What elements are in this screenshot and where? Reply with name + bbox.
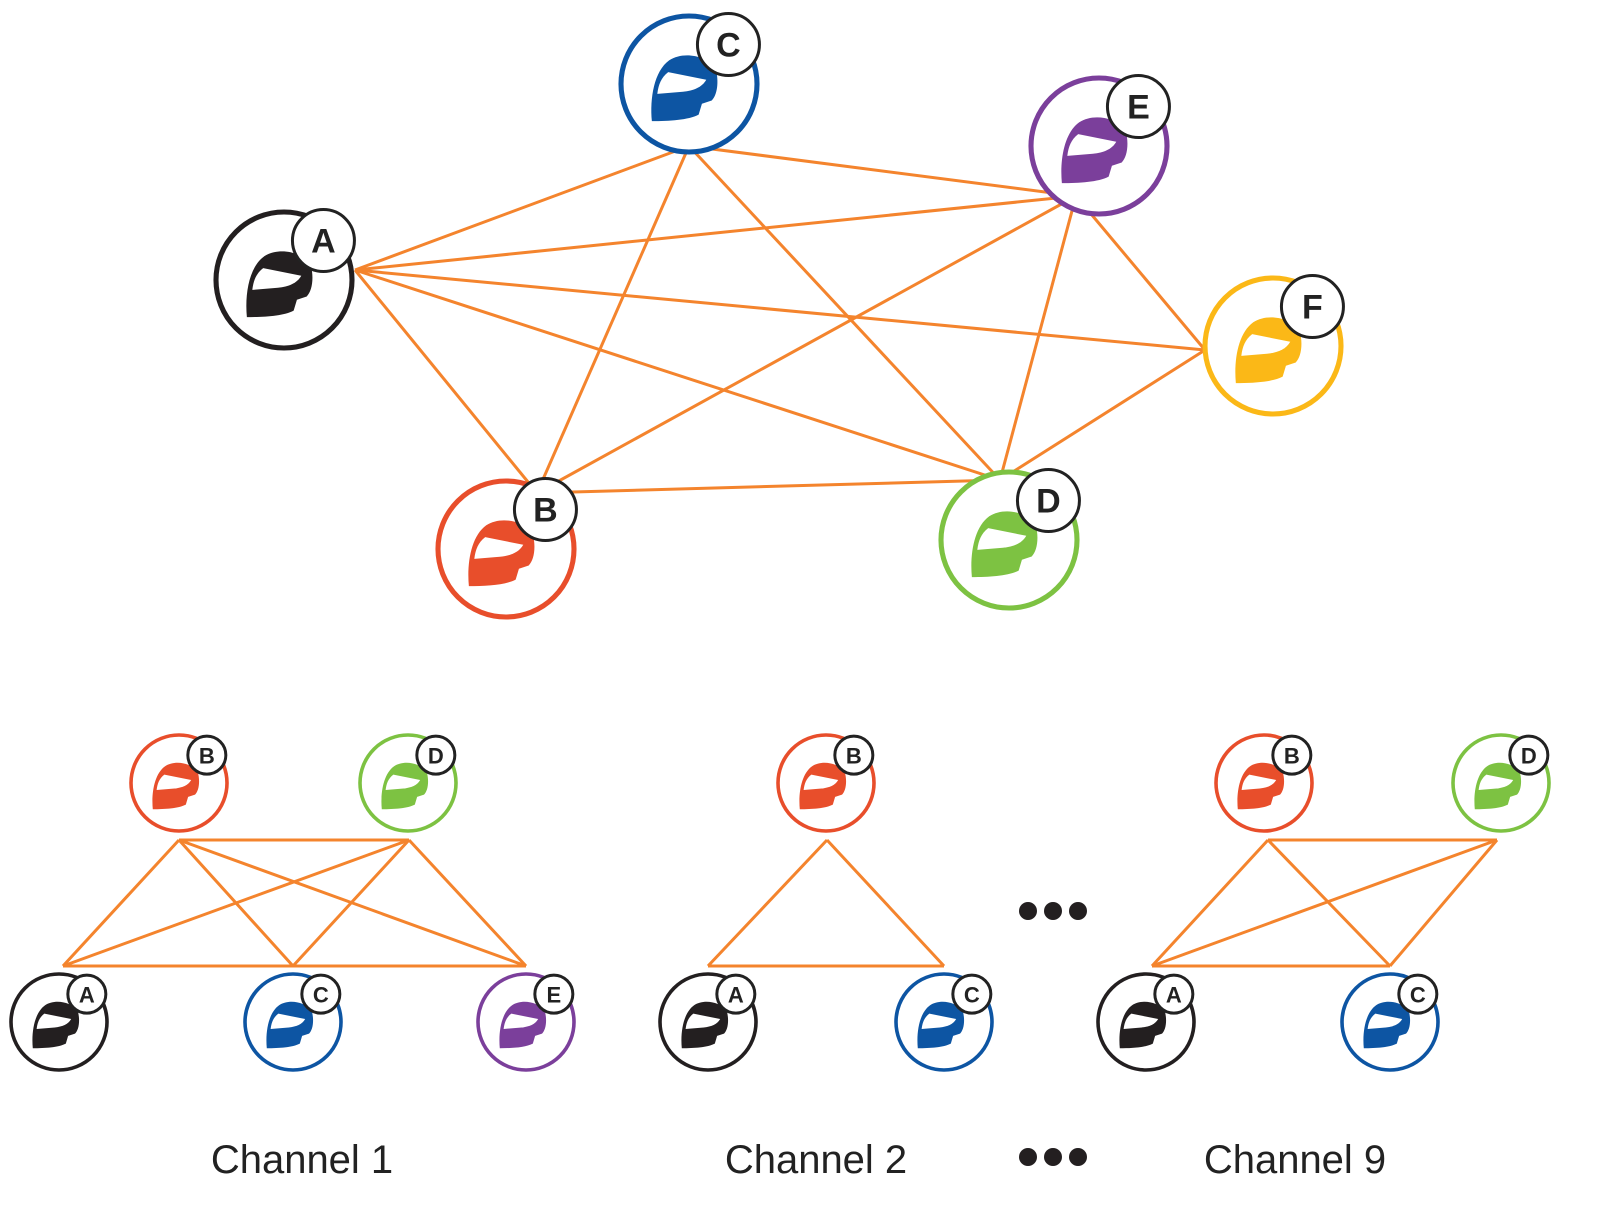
- node-label: B: [199, 744, 215, 769]
- channel-node-b: B: [1214, 733, 1314, 833]
- node-badge: [1153, 973, 1195, 1015]
- channel-node-c: C: [243, 972, 343, 1072]
- node-badge: [533, 973, 575, 1015]
- node-label: C: [313, 983, 329, 1008]
- node-label: B: [1284, 744, 1300, 769]
- channel-node-c: C: [894, 972, 994, 1072]
- mesh-link-C-D: [687, 144, 1002, 482]
- node-badge: [1397, 973, 1439, 1015]
- node-badge: [833, 734, 875, 776]
- mesh-link-A-B: [353, 269, 539, 494]
- node-badge: [66, 973, 108, 1015]
- node-label: B: [533, 492, 558, 530]
- mesh-link-A-F: [354, 268, 1206, 352]
- channel-link-D-A: [62, 838, 410, 968]
- mesh-node-d: D: [938, 468, 1081, 611]
- node-badge: [415, 734, 457, 776]
- node-badge: [186, 734, 228, 776]
- channel-node-b: B: [776, 733, 876, 833]
- channel-link-B-A: [61, 838, 181, 968]
- channel-node-d: D: [1451, 733, 1551, 833]
- mesh-link-A-E: [354, 194, 1077, 272]
- channel-node-a: A: [9, 972, 109, 1072]
- mesh-node-e: E: [1028, 74, 1171, 217]
- mesh-node-b: B: [435, 477, 578, 620]
- node-label: A: [79, 983, 95, 1008]
- channel-2-group: B D A C: [1096, 733, 1551, 1072]
- node-badge: [695, 12, 761, 78]
- ellipsis-dots-icon: [1019, 902, 1087, 1166]
- channel-link-D-C: [291, 838, 411, 968]
- mesh-node-c: C: [618, 12, 761, 155]
- mesh-link-E-D: [998, 195, 1078, 481]
- mesh-link-A-D: [354, 268, 1001, 482]
- node-badge: [715, 973, 757, 1015]
- node-label: C: [964, 983, 980, 1008]
- node-badge: [290, 208, 356, 274]
- mesh-nodes: A B C D E F: [213, 12, 1345, 620]
- channel-0-group: B D A C E: [9, 733, 576, 1072]
- node-label: E: [1127, 89, 1150, 127]
- channel-link-D-A: [1151, 838, 1498, 968]
- channel-1-label: Channel 1: [211, 1138, 393, 1182]
- channel-node-a: A: [658, 972, 758, 1072]
- channel-link-B-A: [1150, 838, 1270, 968]
- node-label: C: [716, 27, 741, 65]
- node-badge: [1271, 734, 1313, 776]
- channel-node-c: C: [1340, 972, 1440, 1072]
- node-badge: [300, 973, 342, 1015]
- mesh-link-A-C: [354, 144, 690, 272]
- node-badge: [1508, 734, 1550, 776]
- mesh-links: [353, 144, 1207, 495]
- channel-link-D-C: [1388, 839, 1499, 967]
- node-label: A: [728, 983, 744, 1008]
- node-badge: [1279, 274, 1345, 340]
- mesh-node-a: A: [213, 208, 356, 351]
- node-label: A: [311, 223, 336, 261]
- channel-link-B-C: [1266, 838, 1392, 968]
- node-badge: [1105, 74, 1171, 140]
- mesh-link-C-E: [688, 144, 1077, 198]
- node-label: A: [1166, 983, 1182, 1008]
- channel-link-B-A: [706, 838, 829, 968]
- node-label: D: [428, 744, 444, 769]
- node-label: E: [546, 983, 561, 1008]
- channel-node-a: A: [1096, 972, 1196, 1072]
- channel-2-label: Channel 2: [725, 1138, 907, 1182]
- node-label: C: [1410, 983, 1426, 1008]
- channel-node-e: E: [476, 972, 576, 1072]
- node-badge: [951, 973, 993, 1015]
- node-label: F: [1302, 289, 1323, 327]
- node-label: D: [1036, 483, 1061, 521]
- channel-9-label: Channel 9: [1204, 1138, 1386, 1182]
- channel-link-B-C: [825, 838, 946, 968]
- node-badge: [512, 477, 578, 543]
- channel-groups: B D A C E B A C B D A C: [9, 733, 1551, 1072]
- channel-node-b: B: [129, 733, 229, 833]
- mesh-link-C-B: [535, 145, 691, 494]
- mesh-link-E-B: [536, 194, 1077, 495]
- node-label: B: [846, 744, 862, 769]
- mesh-node-f: F: [1202, 274, 1345, 417]
- mesh-link-F-D: [999, 348, 1206, 482]
- node-label: D: [1521, 744, 1537, 769]
- mesh-link-B-D: [536, 478, 1001, 495]
- mesh-link-E-F: [1074, 195, 1207, 351]
- channel-1-group: B A C: [658, 733, 994, 1072]
- channel-node-d: D: [358, 733, 458, 833]
- node-badge: [1015, 468, 1081, 534]
- channel-link-D-E: [407, 838, 528, 968]
